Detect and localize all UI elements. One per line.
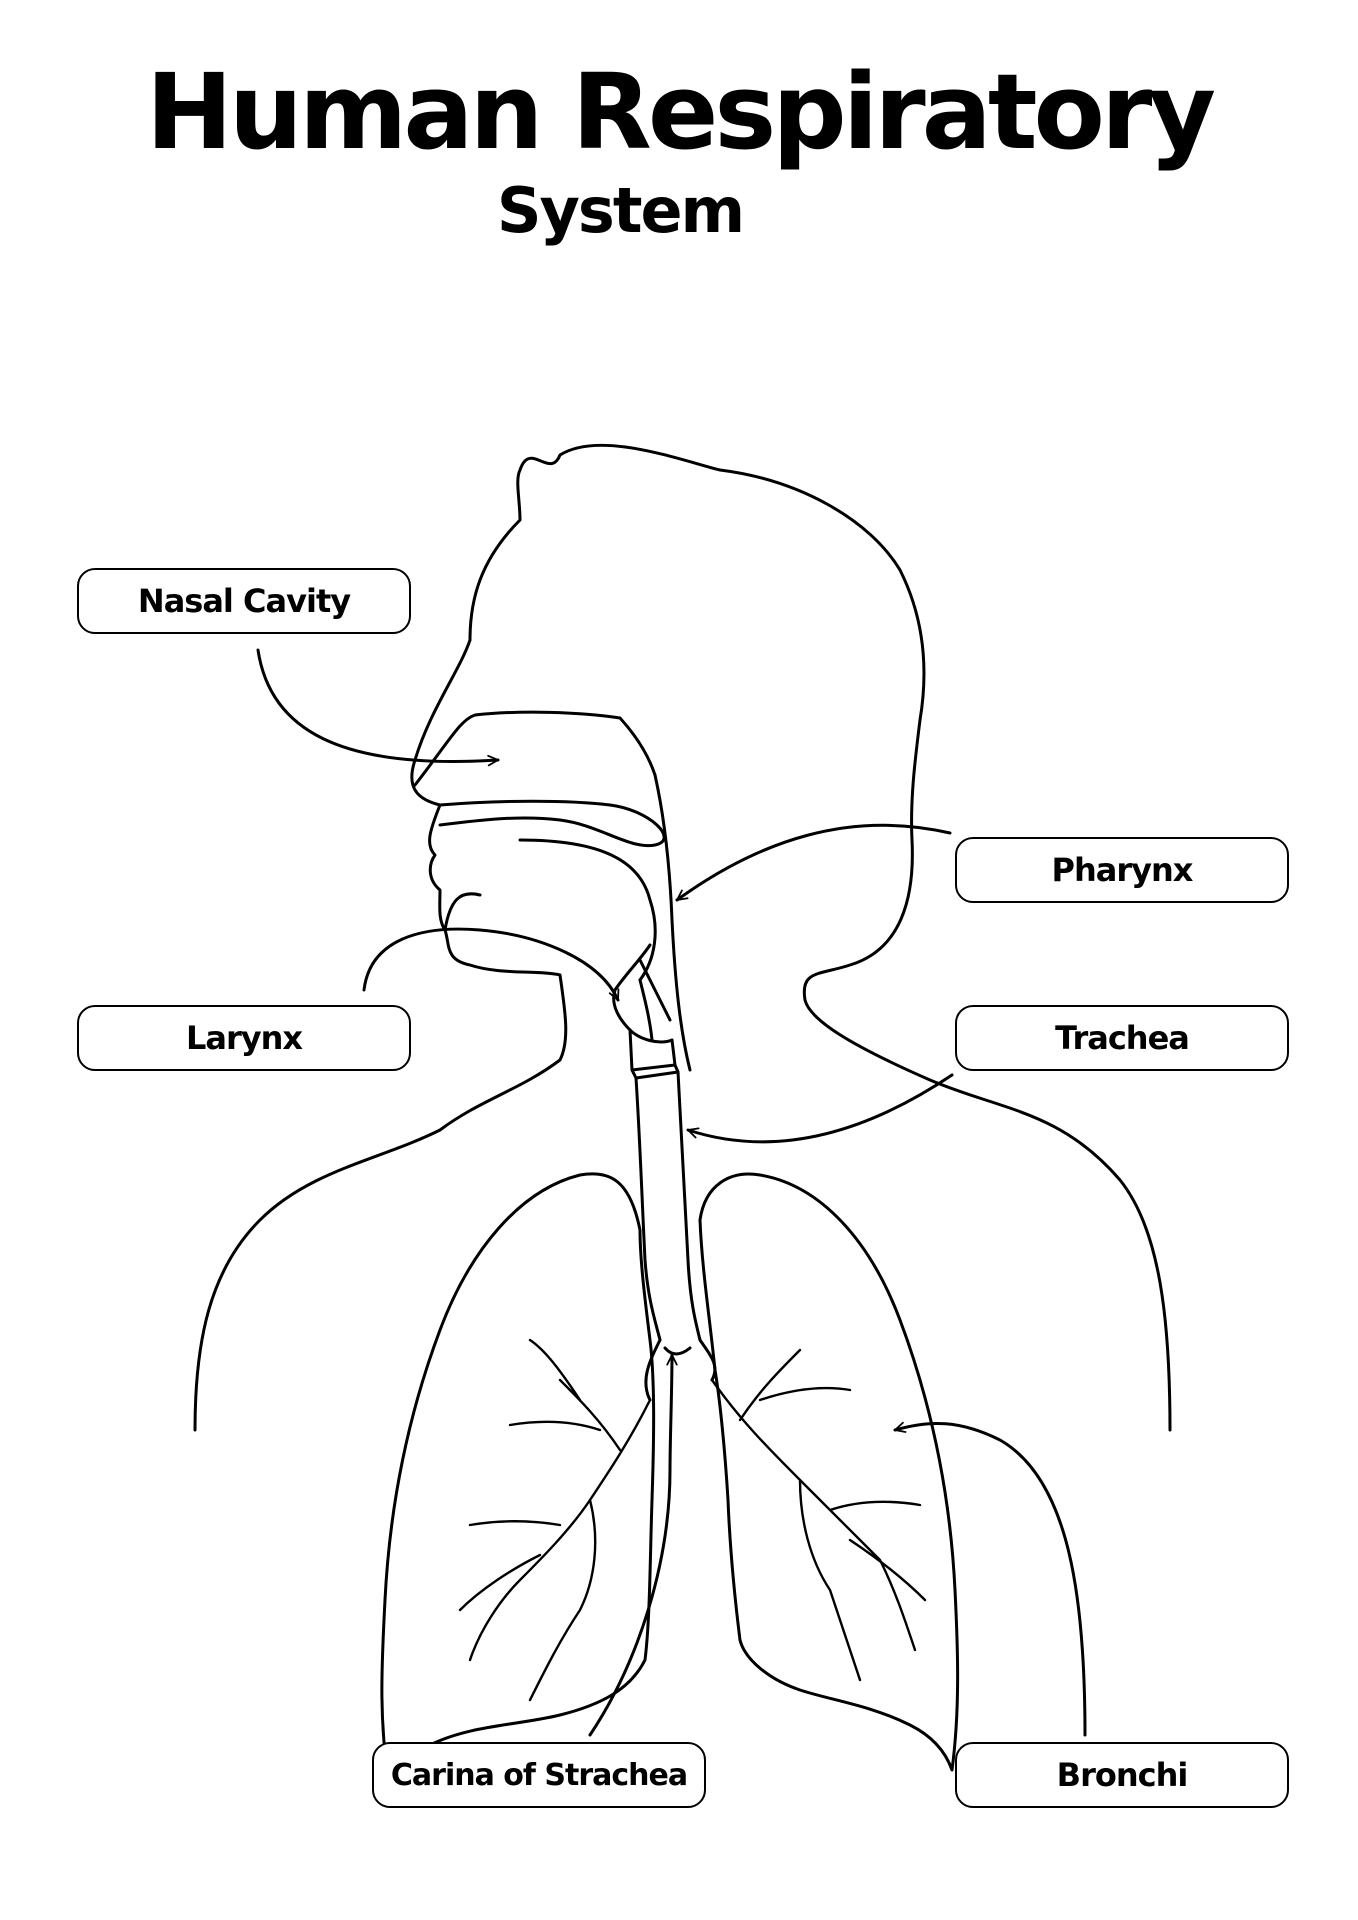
head-outline (468, 443, 1172, 1432)
label-nasal-cavity-text: Nasal Cavity (137, 582, 351, 620)
carina-fork (644, 1338, 717, 1402)
pointer-arrows (256, 648, 1087, 1737)
nasal-passage (413, 710, 657, 787)
label-nasal-cavity[interactable]: Nasal Cavity (77, 568, 411, 634)
label-larynx[interactable]: Larynx (77, 1005, 411, 1071)
pharynx-arrow (675, 823, 952, 902)
trachea-tube (634, 1070, 702, 1342)
label-pharynx-text: Pharynx (1051, 851, 1194, 889)
label-carina-text: Carina of Strachea (390, 1757, 688, 1793)
nasal-cavity-arrow (256, 648, 500, 767)
label-bronchi[interactable]: Bronchi (955, 1742, 1289, 1808)
left-bronchi-tree (458, 1338, 652, 1702)
label-bronchi-text: Bronchi (1056, 1756, 1189, 1794)
label-larynx-text: Larynx (185, 1019, 303, 1057)
body-silhouette (193, 443, 1172, 1432)
face-profile (193, 638, 568, 1432)
palate (438, 799, 666, 848)
bronchi-arrow (893, 1421, 1087, 1737)
page-subtitle: System (496, 174, 745, 247)
oral-cavity (518, 838, 657, 982)
label-pharynx[interactable]: Pharynx (955, 837, 1289, 903)
label-trachea-text: Trachea (1055, 1019, 1190, 1057)
trachea-arrow (686, 1073, 954, 1144)
larynx-arrow (362, 927, 620, 1002)
carina-arrow (588, 1353, 678, 1737)
jaw-line (443, 892, 482, 932)
page-title: Human Respiratory (145, 51, 1216, 173)
pharynx-tube (638, 773, 692, 1072)
label-carina[interactable]: Carina of Strachea (372, 1742, 706, 1808)
larynx-cartilage (628, 1028, 680, 1080)
label-trachea[interactable]: Trachea (955, 1005, 1289, 1071)
right-bronchi-tree (710, 1348, 927, 1682)
airway (413, 710, 717, 1402)
right-lung (698, 1172, 960, 1772)
epiglottis (612, 943, 674, 1044)
